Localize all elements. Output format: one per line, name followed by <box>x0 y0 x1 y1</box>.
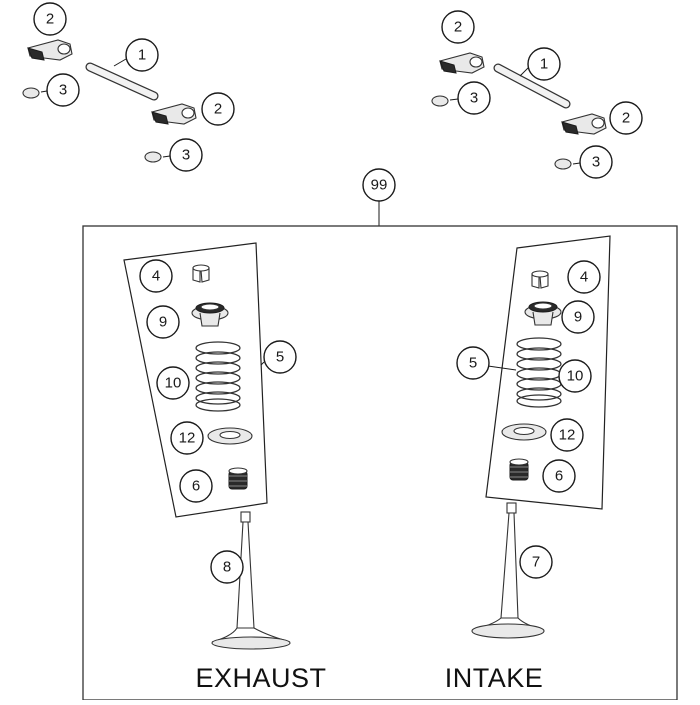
rocker-shaft-left <box>85 62 159 101</box>
rocker-group-left: 1 2 3 2 3 <box>22 2 235 172</box>
rocker-arm-bottom-left <box>151 103 197 125</box>
callout-in-set: 5 <box>456 346 490 380</box>
exhaust-spring-retainer <box>191 302 229 327</box>
intake-side: 4 9 5 10 12 6 7 INTAKE <box>445 235 611 693</box>
intake-valve <box>471 502 545 639</box>
intake-valve-stem-seal <box>509 458 529 481</box>
svg-text:4: 4 <box>152 268 160 285</box>
callout-pad-bottom-left: 3 <box>169 138 203 172</box>
callout-in-spring: 10 <box>558 359 592 393</box>
rocker-arm-bottom-right <box>561 113 607 135</box>
exhaust-valve-keepers <box>192 264 210 283</box>
svg-text:3: 3 <box>592 154 600 171</box>
rocker-group-right: 1 2 3 2 3 <box>431 10 643 179</box>
svg-text:8: 8 <box>223 559 231 576</box>
callout-ex-keepers: 4 <box>139 259 173 293</box>
intake-label: INTAKE <box>445 663 544 693</box>
callout-pad-top-right: 3 <box>457 81 491 115</box>
callout-arm-bottom-left: 2 <box>201 92 235 126</box>
callout-in-valve: 7 <box>519 545 553 579</box>
svg-text:12: 12 <box>559 427 576 444</box>
callout-arm-bottom-right: 2 <box>609 101 643 135</box>
svg-text:2: 2 <box>622 110 630 127</box>
svg-text:3: 3 <box>470 90 478 107</box>
intake-spring-retainer <box>524 301 562 326</box>
callout-arm-top-right: 2 <box>441 10 475 44</box>
exhaust-label: EXHAUST <box>195 663 326 693</box>
callout-in-keepers: 4 <box>567 260 601 294</box>
svg-text:9: 9 <box>159 314 167 331</box>
callout-ex-retainer: 9 <box>146 305 180 339</box>
svg-text:3: 3 <box>182 147 190 164</box>
callout-ex-seat: 12 <box>170 421 204 455</box>
svg-text:2: 2 <box>454 19 462 36</box>
exhaust-spring-seat <box>207 427 253 445</box>
callout-in-retainer: 9 <box>561 300 595 334</box>
callout-assembly: 99 <box>362 168 396 202</box>
svg-text:10: 10 <box>165 375 182 392</box>
svg-text:9: 9 <box>574 309 582 326</box>
svg-text:10: 10 <box>567 368 584 385</box>
intake-valve-keepers <box>531 270 549 289</box>
rocker-arm-top-left <box>27 39 73 61</box>
callout-pad-top-left: 3 <box>46 73 80 107</box>
callout-ex-spring: 10 <box>156 366 190 400</box>
callout-ex-valve: 8 <box>210 550 244 584</box>
rocker-shaft-right <box>493 63 571 109</box>
rocker-pad-top-right <box>431 95 449 107</box>
svg-text:6: 6 <box>192 478 200 495</box>
callout-in-seat: 12 <box>550 418 584 452</box>
rocker-pad-top-left <box>22 87 40 99</box>
svg-text:2: 2 <box>214 101 222 118</box>
rocker-pad-bottom-right <box>554 158 572 170</box>
callout-in-seal: 6 <box>542 459 576 493</box>
exhaust-side: 4 9 5 10 12 6 8 EXHAUST <box>123 242 326 693</box>
rocker-arm-top-right <box>439 52 485 74</box>
svg-text:3: 3 <box>59 82 67 99</box>
svg-text:4: 4 <box>580 269 588 286</box>
callout-arm-top-left: 2 <box>33 2 67 36</box>
intake-spring-seat <box>501 423 547 441</box>
svg-text:7: 7 <box>532 554 540 571</box>
svg-text:1: 1 <box>540 56 548 73</box>
callout-ex-seal: 6 <box>179 469 213 503</box>
svg-text:5: 5 <box>469 355 477 372</box>
exhaust-valve-stem-seal <box>228 467 248 490</box>
exhaust-valve-spring <box>195 341 241 412</box>
callout-shaft-left: 1 <box>125 38 159 72</box>
rocker-pad-bottom-left <box>144 151 162 163</box>
svg-text:1: 1 <box>138 47 146 64</box>
svg-text:12: 12 <box>179 430 196 447</box>
exhaust-valve <box>211 511 291 650</box>
svg-text:5: 5 <box>276 349 284 366</box>
callout-ex-set: 5 <box>263 340 297 374</box>
callout-pad-bottom-right: 3 <box>579 145 613 179</box>
svg-text:99: 99 <box>371 177 388 194</box>
svg-text:6: 6 <box>555 468 563 485</box>
svg-text:2: 2 <box>46 11 54 28</box>
callout-shaft-right: 1 <box>527 47 561 81</box>
